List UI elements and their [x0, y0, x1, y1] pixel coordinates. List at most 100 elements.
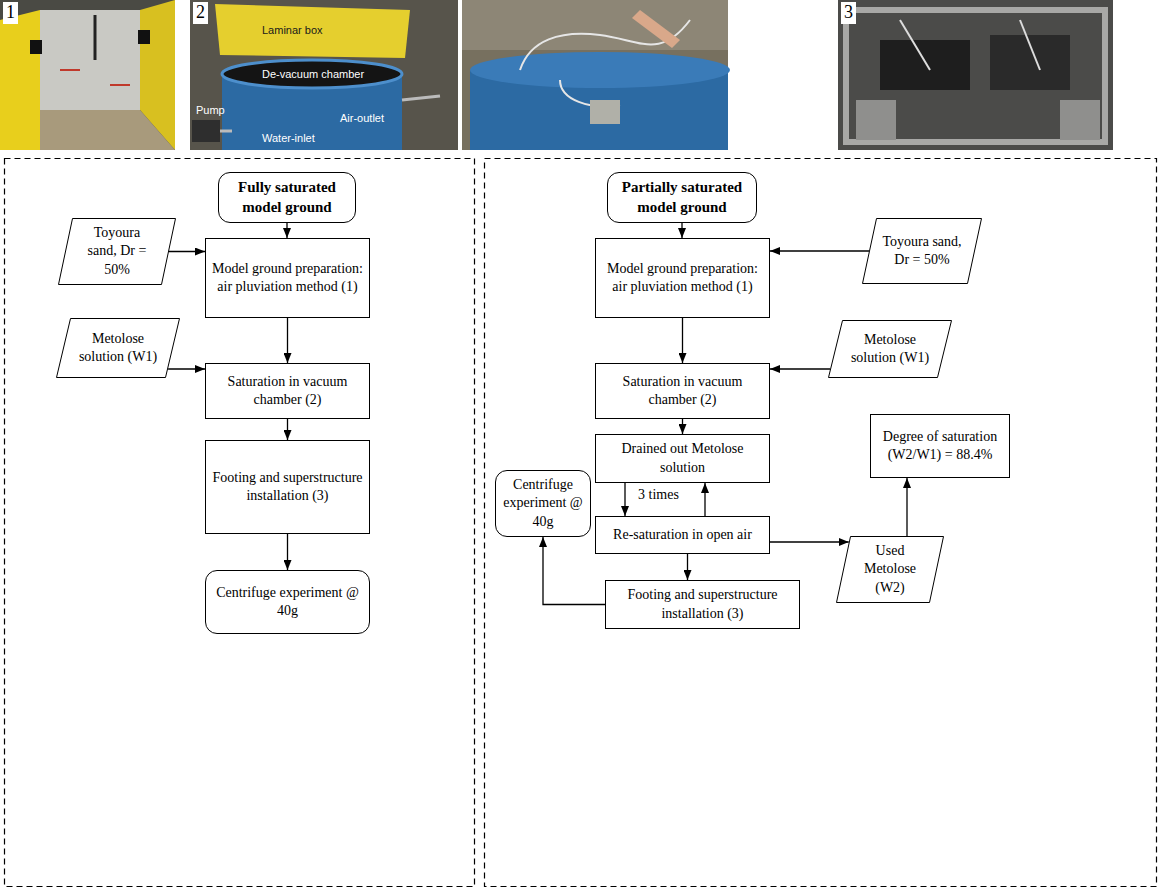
photo-background: [838, 0, 1113, 150]
flow-arrow: [682, 318, 683, 363]
process-box: Re-saturation in open air: [595, 516, 770, 554]
box-floor: [40, 110, 175, 150]
node-text: Centrifuge experiment @ 40g: [212, 584, 363, 620]
flow-arrow: [704, 483, 705, 516]
parallelogram-outline: [56, 318, 180, 378]
dashed-panel: [5, 159, 475, 887]
photo-model-setup: [838, 0, 1113, 150]
flow-arrow: [168, 368, 205, 369]
node-text: Toyoura sand, Dr = 50%: [882, 233, 962, 269]
workshop-wall: [462, 0, 728, 50]
sensor-rod: [900, 20, 930, 70]
node-text: Model ground preparation: air pluviation…: [212, 260, 363, 296]
process-box: Saturation in vacuum chamber (2): [205, 363, 370, 419]
tape-marker: [138, 30, 150, 44]
node-text: Re-saturation in open air: [613, 526, 752, 544]
marker-line: [60, 69, 80, 71]
photo-number: 2: [193, 2, 208, 24]
process-box: Drained out Metolose solution: [595, 434, 770, 483]
parallelogram-shape: [59, 219, 176, 285]
photo-annotation: Pump: [196, 104, 225, 117]
photo-background: [190, 0, 458, 150]
flow-arrow: [681, 223, 682, 238]
photo-number: 3: [841, 2, 856, 24]
node-text: Fully saturated model ground: [225, 178, 349, 217]
steel-frame: [846, 10, 1105, 142]
input-parallelogram: Metolose solution (W1): [56, 318, 180, 378]
start-box: Fully saturated model ground: [218, 172, 356, 223]
flow-arrow: [770, 368, 830, 369]
photo-annotation: Laminar box: [262, 24, 323, 37]
node-text: Metolose solution (W1): [76, 330, 160, 366]
parallelogram-outline: [828, 320, 952, 378]
end-box: Centrifuge experiment @ 40g: [495, 470, 591, 537]
pipe: [220, 130, 232, 133]
box-back-wall: [40, 10, 140, 110]
hose: [520, 20, 690, 70]
sensor-rod: [94, 15, 97, 60]
pump: [192, 120, 220, 142]
node-text: Degree of saturation (W2/W1) = 88.4%: [877, 428, 1003, 464]
input-parallelogram: Toyoura sand, Dr = 50%: [58, 218, 176, 285]
photo-number: 1: [3, 2, 18, 24]
parallelogram-outline: [862, 218, 982, 284]
flow-arrow: [770, 541, 849, 542]
parallelogram-shape: [863, 219, 982, 284]
flow-arrow: [687, 554, 688, 580]
marker-line: [110, 84, 130, 86]
loop-note: 3 times: [635, 487, 682, 504]
process-box: Saturation in vacuum chamber (2): [595, 363, 770, 419]
node-text: Toyoura sand, Dr = 50%: [78, 224, 156, 279]
photo-annotation: Air-outlet: [340, 112, 384, 125]
flow-arrow: [287, 534, 288, 570]
input-parallelogram: Toyoura sand, Dr = 50%: [862, 218, 982, 284]
input-parallelogram: Used Metolose (W2): [836, 536, 944, 603]
laminar-box: [215, 4, 410, 58]
arm: [632, 10, 680, 48]
photo-chamber-hoses: [462, 0, 730, 150]
process-box: Footing and superstructure installation …: [605, 580, 800, 629]
input-parallelogram: Metolose solution (W1): [828, 320, 952, 378]
node-text: Partially saturated model ground: [614, 178, 750, 217]
flow-arrow: [286, 223, 287, 238]
photo-annotation: Water-inlet: [262, 132, 315, 145]
pipe: [402, 96, 440, 100]
parallelogram-shape: [837, 537, 944, 603]
sensor-rod: [1020, 20, 1040, 70]
result-box: Degree of saturation (W2/W1) = 88.4%: [870, 414, 1010, 478]
end-box: Centrifuge experiment @ 40g: [205, 570, 370, 634]
actuator: [856, 100, 896, 140]
dashed-panel: [485, 159, 1157, 887]
process-box: Model ground preparation: air pluviation…: [595, 238, 770, 318]
photo-annotation: De-vacuum chamber: [262, 68, 364, 81]
flow-arrow: [624, 483, 625, 516]
flow-arrow: [682, 419, 683, 434]
valve: [590, 100, 620, 124]
node-text: Drained out Metolose solution: [602, 440, 763, 476]
photo-vacuum-chamber: [190, 0, 458, 150]
flow-arrow: [906, 478, 907, 536]
flow-arrow: [287, 419, 288, 440]
flow-arrow: [169, 251, 205, 252]
chamber-opening: [222, 60, 402, 88]
flow-arrow: [770, 250, 869, 251]
parallelogram-shape: [829, 321, 952, 378]
start-box: Partially saturated model ground: [607, 172, 757, 223]
node-text: Saturation in vacuum chamber (2): [602, 373, 763, 409]
process-box: Footing and superstructure installation …: [205, 440, 370, 534]
node-text: Footing and superstructure installation …: [612, 586, 793, 622]
node-text: Centrifuge experiment @ 40g: [502, 476, 584, 531]
chamber-lid: [470, 52, 730, 88]
tape-marker: [30, 40, 42, 54]
photo-laminar-box: [0, 0, 175, 150]
parallelogram-shape: [57, 319, 180, 378]
node-text: Footing and superstructure installation …: [212, 469, 363, 505]
node-text: Metolose solution (W1): [848, 331, 932, 367]
node-text: Used Metolose (W2): [856, 542, 924, 597]
flow-arrow: [287, 318, 288, 363]
photo-background: [0, 0, 175, 150]
footing-plate: [880, 40, 970, 90]
node-text: Saturation in vacuum chamber (2): [212, 373, 363, 409]
actuator: [1060, 100, 1100, 140]
node-text: Model ground preparation: air pluviation…: [602, 260, 763, 296]
